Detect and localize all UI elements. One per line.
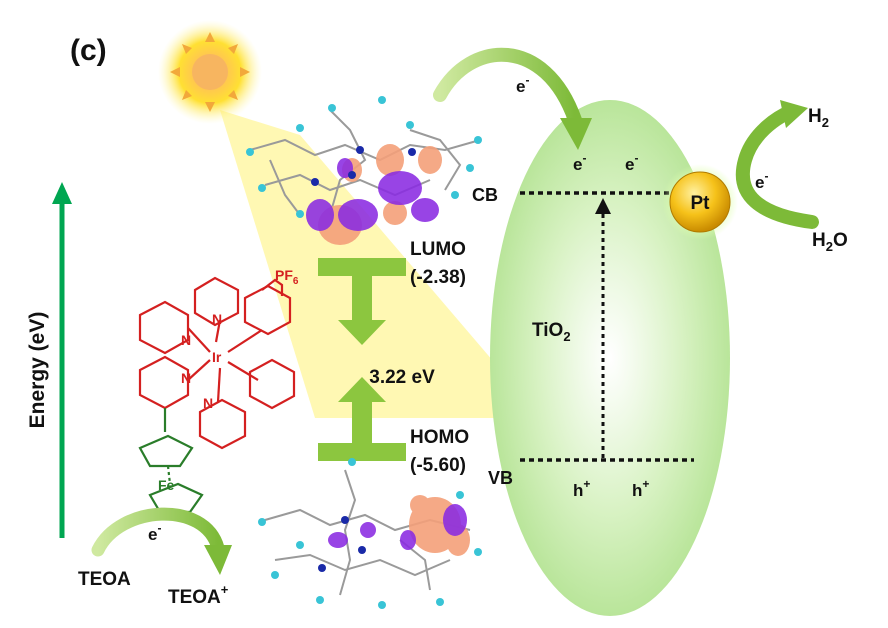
electron-injection-arrow: [433, 47, 592, 150]
nitrogen-3: N: [212, 311, 222, 327]
teoa-product: TEOA+: [168, 582, 229, 608]
lumo-label: LUMO: [410, 239, 466, 260]
homo-value: (-5.60): [410, 455, 466, 476]
ferrocene-fe: Fe: [158, 477, 175, 493]
gap-arrow-down: [338, 276, 386, 345]
ir-complex-atom-labels: Ir N N N N: [181, 311, 222, 411]
homo-orbital-structure: [258, 458, 482, 609]
lumo-value: (-2.38): [410, 267, 466, 288]
nitrogen-4: N: [203, 395, 213, 411]
panel-label: (c): [70, 34, 107, 67]
donor-arrow: [91, 507, 232, 575]
tio2-label: TiO2: [532, 320, 571, 344]
injection-electron: e-: [516, 73, 529, 96]
energy-axis: [52, 182, 72, 538]
ir-atom: Ir: [212, 349, 222, 365]
pt-cocatalyst: [662, 164, 738, 240]
cb-label: CB: [472, 185, 498, 205]
cb-electron-1: e-: [573, 151, 586, 174]
water-reduction-arrow: [735, 100, 819, 229]
band-gap-label: 3.22 eV: [369, 367, 435, 388]
vb-hole-2: h+: [632, 477, 649, 500]
gap-arrow-up: [338, 377, 386, 443]
nitrogen-2: N: [181, 370, 191, 386]
lumo-level: [318, 258, 406, 276]
pt-electron: e-: [755, 169, 768, 192]
vb-hole-1: h+: [573, 477, 590, 500]
h2-product: H2: [808, 106, 829, 130]
cb-electron-2: e-: [625, 151, 638, 174]
pt-label: Pt: [691, 193, 711, 214]
nitrogen-1: N: [181, 332, 191, 348]
teoa-reactant: TEOA: [78, 569, 131, 590]
energy-axis-label: Energy (eV): [26, 312, 49, 429]
homo-label: HOMO: [410, 427, 469, 448]
sun-icon: [158, 20, 262, 124]
counter-ion: PF6: [275, 267, 299, 287]
lumo-orbital-structure: [246, 96, 482, 245]
tio2-particle: [490, 100, 730, 616]
donor-electron: e-: [148, 521, 161, 544]
iridium-complex-structure: [138, 276, 296, 450]
ferrocene-structure: [138, 434, 204, 514]
vb-label: VB: [488, 468, 513, 488]
h2o-reactant: H2O: [812, 230, 848, 254]
homo-level: [318, 443, 406, 461]
